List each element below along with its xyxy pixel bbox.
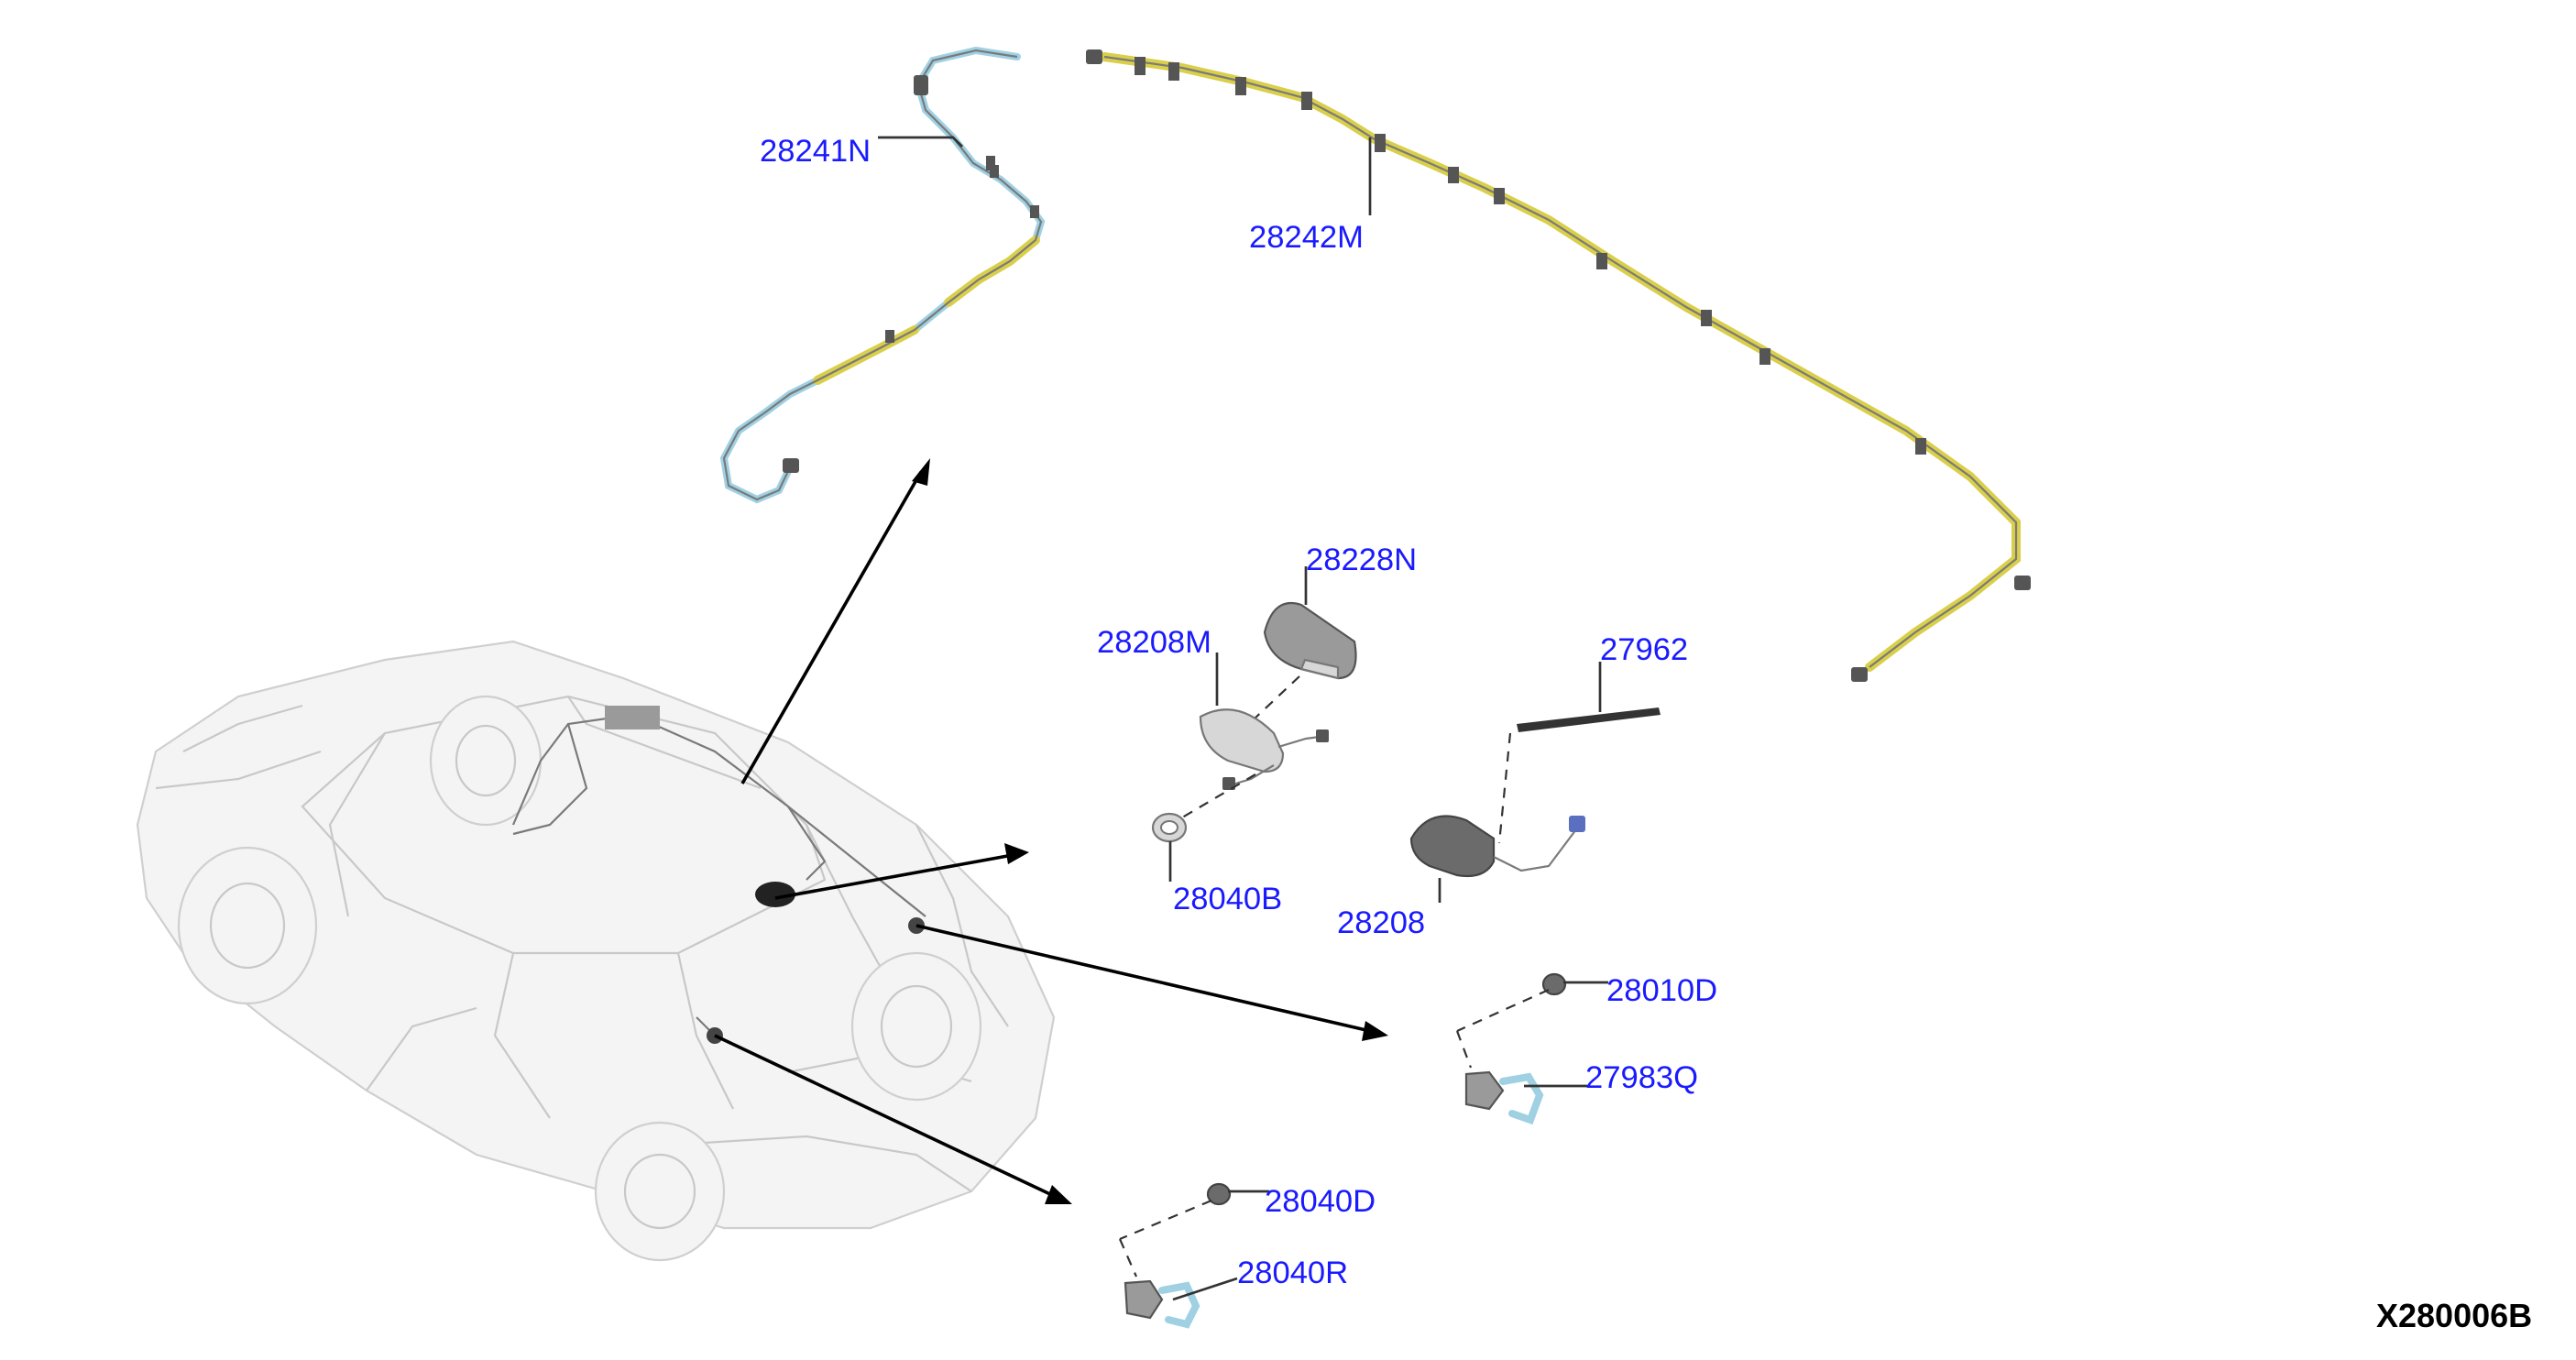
rear-right-wheel [850, 951, 982, 1102]
harness-connector [1086, 49, 1102, 64]
harness-connector [1851, 667, 1868, 682]
harness-clip [1030, 205, 1039, 218]
label-28242m: 28242M [1249, 220, 1364, 255]
arrow-head-feeder-upper [1362, 1021, 1388, 1041]
harness-clip [1301, 92, 1312, 110]
arrow-to-roof-antenna [774, 853, 1014, 900]
label-28241n: 28241N [760, 134, 871, 169]
label-28208m: 28208M [1097, 625, 1211, 660]
harness-clip [1135, 57, 1145, 75]
front-left-wheel [177, 846, 318, 1005]
harness-clip [885, 330, 894, 343]
antenna-base-connector [1222, 777, 1235, 790]
arrow-head-feeder-lower [1045, 1185, 1072, 1204]
harness-clip [1448, 167, 1459, 183]
label-28208: 28208 [1337, 905, 1425, 940]
harness-28241n [719, 46, 1046, 504]
rod-antenna-27962 [1517, 707, 1661, 732]
feeder-upper-assembly-line-2 [1455, 1030, 1473, 1069]
base-assembly-line [1177, 773, 1256, 821]
feeder-lower-assembly-line [1119, 1199, 1212, 1241]
label-27983q: 27983Q [1585, 1060, 1698, 1095]
diagram-code: X280006B [2376, 1297, 2532, 1334]
harness-connector [783, 458, 799, 473]
nut-28040b [1151, 812, 1188, 843]
label-28228n: 28228N [1306, 543, 1417, 577]
harness-clip [986, 156, 995, 170]
feeder-28040r [1124, 1279, 1200, 1329]
callout-leaders [878, 136, 1608, 1301]
arrow-head-harness [912, 458, 930, 486]
vehicle-illustration [136, 640, 1056, 1262]
callout-labels: 28241N 28242M 28228N 28208M 27962 28040B… [760, 134, 1717, 1290]
grommet-28040d [1206, 1182, 1232, 1206]
harness-clip [1375, 134, 1386, 152]
roof-antenna-location [755, 882, 795, 907]
antenna-base-connector [1316, 729, 1329, 742]
harness-clip [990, 165, 999, 178]
harness-clip [1596, 253, 1607, 269]
label-28040d: 28040D [1265, 1184, 1376, 1219]
front-right-wheel [429, 695, 543, 827]
arrow-to-feeder-lower [714, 1034, 1055, 1198]
arrow-to-harness [740, 471, 923, 784]
label-28040b: 28040B [1173, 882, 1282, 916]
harness-clip [1168, 62, 1179, 81]
label-27962: 27962 [1600, 632, 1688, 667]
harness-connector [914, 75, 928, 95]
harness-clip [1235, 77, 1246, 95]
arrow-head-roof-antenna [1004, 843, 1029, 864]
harness-clip [1759, 348, 1770, 365]
harness-clip [1701, 310, 1712, 326]
rear-light-location [605, 706, 660, 729]
feeder-lower-assembly-line-2 [1118, 1238, 1138, 1278]
antenna-body-28208 [1409, 815, 1585, 878]
arrow-to-feeder-upper [915, 924, 1371, 1033]
harness-connector [2014, 576, 2031, 590]
harness-28242m [1086, 49, 2031, 682]
antenna-cover-28228n [1263, 601, 1357, 680]
locator-arrows [714, 458, 1388, 1204]
label-28010d: 28010D [1606, 973, 1717, 1008]
antenna-base-28208m [1199, 708, 1329, 790]
rod-assembly-line [1497, 732, 1512, 844]
feeder-upper-assembly-line [1456, 988, 1550, 1033]
antenna-body-connector [1569, 816, 1585, 832]
harness-clip [1494, 188, 1505, 204]
harness-clip [1915, 438, 1926, 455]
cover-assembly-line [1253, 675, 1300, 720]
feeder-27983q [1464, 1070, 1544, 1125]
label-28040r: 28040R [1237, 1256, 1348, 1290]
grommet-28010d [1541, 972, 1567, 996]
rear-left-wheel [594, 1121, 726, 1262]
